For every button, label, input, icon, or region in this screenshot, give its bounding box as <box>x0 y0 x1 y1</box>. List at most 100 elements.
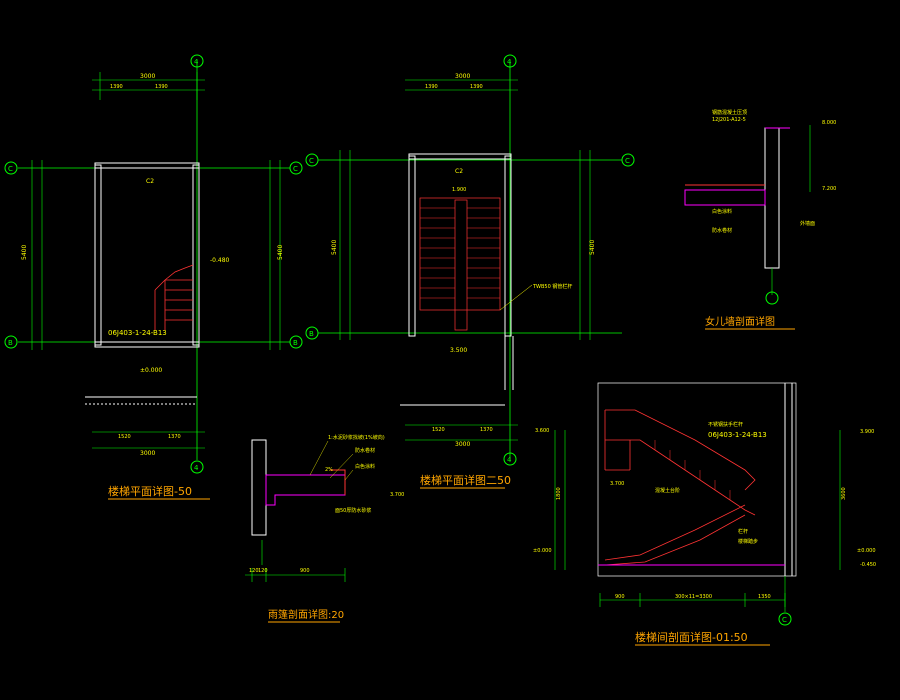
grid-label-c-left-2: C <box>309 157 314 165</box>
section-note-2: 栏杆 <box>738 528 748 535</box>
grid-bubble-c-left-1 <box>4 161 18 175</box>
grid-label-4-bottom-2: 4 <box>507 456 512 464</box>
grid-bubble-4-top-1 <box>190 54 204 68</box>
grid-label-4-top-1: 4 <box>194 58 199 66</box>
wall-right <box>192 164 200 346</box>
section-dim-side-1: 1800 <box>556 487 562 500</box>
title-canopy: 雨篷剖面详图:20 <box>268 608 344 621</box>
grid-bubble-c-right-2 <box>621 153 635 167</box>
grid-bubble-b-left-2 <box>305 326 319 340</box>
dim-bottom-1a: 1520 <box>118 434 131 440</box>
canopy-note-2: 防水卷材 <box>355 447 375 454</box>
dim-lines-bottom-2 <box>405 424 518 441</box>
dim-bottom-1b: 1370 <box>168 434 181 440</box>
dim-top-1a: 1390 <box>110 84 123 90</box>
grid-bubble-c-section <box>778 612 792 626</box>
section-dim-lines <box>554 430 841 612</box>
stair-plan-1: 3000 1390 1390 5400 5400 C2 -0.480 06J40… <box>4 54 303 500</box>
section-elev-2: 3.700 <box>610 481 624 487</box>
grid-label-4-bottom-1: 4 <box>194 464 199 472</box>
canopy-dim-lines <box>245 540 346 582</box>
parapet-note-3: 外墙面 <box>800 220 815 227</box>
label-c2-1: C2 <box>146 178 154 185</box>
dim-lines-bottom-1 <box>92 431 205 449</box>
dim-total-top-1: 3000 <box>140 73 155 80</box>
grid-bubble-4-top-2 <box>503 54 517 68</box>
title-plan-2: 楼梯平面详图二50 <box>420 473 511 487</box>
dim-lines-right-1 <box>269 160 281 350</box>
section-dim-side-2: 3600 <box>841 487 847 500</box>
dim-foot-2a: 1520 <box>432 427 445 433</box>
stair-steps-2 <box>419 197 501 331</box>
grid-label-c-right-1: C <box>293 165 298 173</box>
dim-lines-top-1 <box>92 72 205 100</box>
parapet-note-1: 白色涂料 <box>712 208 732 215</box>
canopy-slope: 2% <box>325 467 333 473</box>
canopy-edge <box>330 469 346 495</box>
section-ref: 06J403-1-24-B13 <box>708 431 767 439</box>
stair-plan-2: 3000 1390 1390 5400 5400 C2 1.900 TWB50 … <box>305 54 635 489</box>
wall-right-2 <box>504 155 512 337</box>
canopy-dim-c: 900 <box>300 568 310 574</box>
stair-steps-1 <box>154 264 194 330</box>
grid-label-b-left-1: B <box>8 339 13 347</box>
leader-rail-2 <box>499 284 533 311</box>
wall-left <box>94 164 102 346</box>
dim-side-1: 5400 <box>21 245 28 260</box>
stair-treads-2 <box>420 207 500 299</box>
section-note-3: 楼梯踏步 <box>738 538 758 545</box>
canopy-dim-b: 120 <box>258 568 268 574</box>
parapet-section: 钢筋混凝土压顶 12J201-A12-5 8.000 7.200 白色涂料 防水… <box>684 109 836 330</box>
canopy-leaders <box>309 440 354 481</box>
wall-top <box>94 162 200 169</box>
grid-label-b-left-2: B <box>309 330 314 338</box>
section-note-1: 混凝土台阶 <box>655 487 680 494</box>
title-parapet: 女儿墙剖面详图 <box>705 315 775 328</box>
section-elev-5: 3.900 <box>860 429 874 435</box>
dim-total-top-2: 3000 <box>455 73 470 80</box>
ref-1: 06J403-1-24-B13 <box>108 329 167 337</box>
parapet-note-2: 防水卷材 <box>712 227 732 234</box>
section-treads <box>654 440 731 500</box>
grid-bubble-c-right-1 <box>289 161 303 175</box>
label-c2-2: C2 <box>455 168 463 175</box>
title-plan-1: 楼梯平面详图-50 <box>108 484 192 498</box>
elev-1: -0.480 <box>210 257 230 264</box>
dim-side-2-right: 5400 <box>589 240 596 255</box>
dim-side-1-right: 5400 <box>277 245 284 260</box>
section-flights <box>604 409 756 566</box>
grid-label-c-right-2: C <box>625 157 630 165</box>
section-dim-bottom-2: 300×11=3300 <box>675 594 712 600</box>
section-ref-note: 不锈钢扶手栏杆 <box>708 421 743 428</box>
grid-label-4-top-2: 4 <box>507 58 512 66</box>
grid-bubble-parapet <box>765 291 779 305</box>
section-elev-6: ±0.000 <box>857 548 876 554</box>
dim-lines-side-2 <box>339 150 591 340</box>
canopy-elev: 3.700 <box>390 492 404 498</box>
grid-label-b-right-1: B <box>293 339 298 347</box>
dim-total-bottom-2: 3000 <box>455 441 470 448</box>
grid-bubble-c-left-2 <box>305 153 319 167</box>
title-section: 楼梯间剖面详图-01:50 <box>635 630 748 644</box>
dim-side-2-left: 5400 <box>331 240 338 255</box>
dim-lines-left-1 <box>31 160 43 350</box>
parapet-elev-mid: 7.200 <box>822 186 836 192</box>
parapet-dim-lines <box>771 125 811 295</box>
grid-bubble-b-right-1 <box>289 335 303 349</box>
parapet-elev-top: 8.000 <box>822 120 836 126</box>
section-elev-4: -0.450 <box>860 562 876 568</box>
canopy-section: 1:水泥砂浆找坡(1%坡向) 防水卷材 白色涂料 2% 3.700 面50厚防水… <box>245 434 404 623</box>
dim-lines-top-2 <box>405 79 518 91</box>
grid-bubble-4-bottom-1 <box>190 460 204 474</box>
wall-left-2 <box>408 155 416 337</box>
stair-width-2: 1.900 <box>452 187 466 193</box>
section-dim-bottom-3: 1350 <box>758 594 771 600</box>
dim-top-2a: 1390 <box>425 84 438 90</box>
dim-bottom-2: 3.500 <box>450 347 467 354</box>
dim-top-1b: 1390 <box>155 84 168 90</box>
section-elev-1: 3.600 <box>535 428 549 434</box>
section-dim-bottom-1: 900 <box>615 594 625 600</box>
canopy-note-4: 面50厚防水砂浆 <box>335 507 371 514</box>
